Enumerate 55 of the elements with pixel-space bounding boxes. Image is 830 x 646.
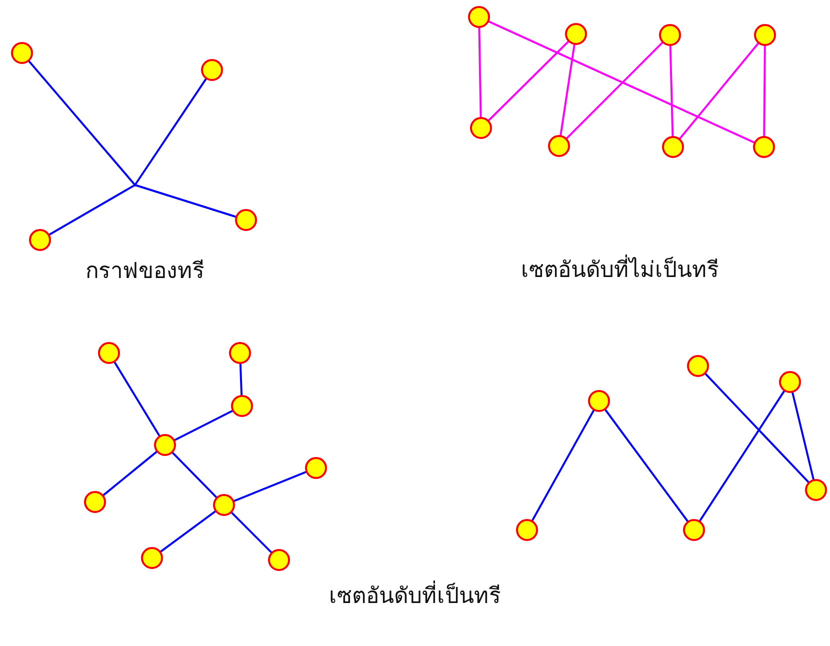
edge-line: [478, 26, 482, 118]
edge-line: [173, 410, 234, 442]
vertex-circle: [154, 434, 176, 456]
edge-line: [102, 450, 158, 496]
edge-line: [669, 44, 674, 138]
vertex-circle: [229, 342, 251, 364]
graph-caption: เซตอันดับที่ไม่เป็นทรี: [521, 257, 719, 286]
vertex-circle: [235, 209, 257, 231]
vertex-circle: [779, 371, 801, 393]
edge-line: [28, 60, 136, 186]
edge-line: [531, 409, 595, 522]
vertex-circle: [516, 519, 538, 541]
edge-line: [232, 470, 308, 502]
edge-line: [239, 362, 243, 396]
edge-line: [791, 391, 815, 481]
edge-line: [565, 41, 664, 140]
vertex-circle: [662, 136, 684, 158]
vertex-circle: [470, 117, 492, 139]
vertex-circle: [201, 59, 223, 81]
edge-line: [487, 40, 570, 122]
vertex-circle: [659, 24, 681, 46]
graph-caption: กราฟของทรี: [86, 258, 204, 286]
edge-line: [698, 390, 786, 522]
vertex-circle: [213, 494, 235, 516]
edge-line: [230, 511, 273, 554]
vertex-circle: [565, 23, 587, 45]
vertex-circle: [98, 342, 120, 364]
vertex-circle: [141, 547, 163, 569]
edge-line: [48, 184, 136, 236]
vertex-circle: [683, 519, 705, 541]
edge-line: [763, 44, 766, 138]
vertex-circle: [754, 24, 776, 46]
edge-line: [488, 20, 756, 144]
edge-line: [134, 184, 237, 218]
edge-line: [160, 510, 216, 553]
edge-line: [604, 408, 689, 522]
edge-line: [560, 44, 576, 136]
vertex-circle: [84, 491, 106, 513]
vertex-circle: [29, 229, 51, 251]
edge-line: [171, 451, 218, 499]
vertex-circle: [588, 390, 610, 412]
vertex-circle: [231, 395, 253, 417]
vertex-circle: [687, 355, 709, 377]
edge-line: [678, 42, 760, 140]
graph-caption: เซตอันดับที่เป็นทรี: [329, 583, 501, 612]
vertex-circle: [468, 6, 490, 28]
vertex-circle: [305, 457, 327, 479]
edge-line: [113, 360, 161, 438]
vertex-circle: [805, 479, 827, 501]
vertex-circle: [268, 549, 290, 571]
edge-line: [134, 78, 208, 186]
vertex-circle: [753, 136, 775, 158]
edge-line: [704, 372, 810, 484]
vertex-circle: [11, 42, 33, 64]
vertex-circle: [548, 135, 570, 157]
